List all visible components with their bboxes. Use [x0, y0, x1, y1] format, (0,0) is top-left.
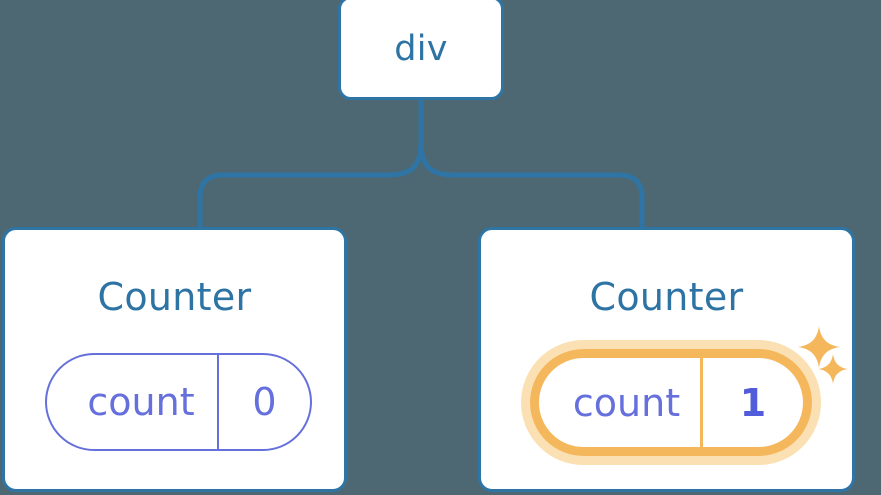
highlight-ring: count 1 [530, 349, 812, 456]
connector-branch-right [418, 141, 645, 227]
node-counter-left[interactable]: Counter count 0 [2, 227, 347, 492]
node-div[interactable]: div [338, 0, 504, 100]
state-value-label: 1 [739, 380, 767, 425]
state-key-label: count [539, 358, 703, 447]
highlight-glow-ring [521, 340, 821, 465]
node-div-label: div [394, 29, 448, 69]
state-value-label: 0 [252, 380, 277, 424]
sparkle-large-icon [798, 326, 840, 368]
sparkle-small-icon [818, 354, 848, 384]
node-counter-right-label: Counter [589, 275, 744, 319]
connector-branch-left [197, 141, 424, 227]
state-pill-count-right[interactable]: count 1 [521, 340, 821, 465]
state-key-label: count [47, 355, 219, 449]
node-counter-left-label: Counter [97, 275, 252, 319]
node-counter-right[interactable]: Counter count 1 [478, 227, 855, 492]
state-pill-count-left[interactable]: count 0 [45, 353, 312, 451]
